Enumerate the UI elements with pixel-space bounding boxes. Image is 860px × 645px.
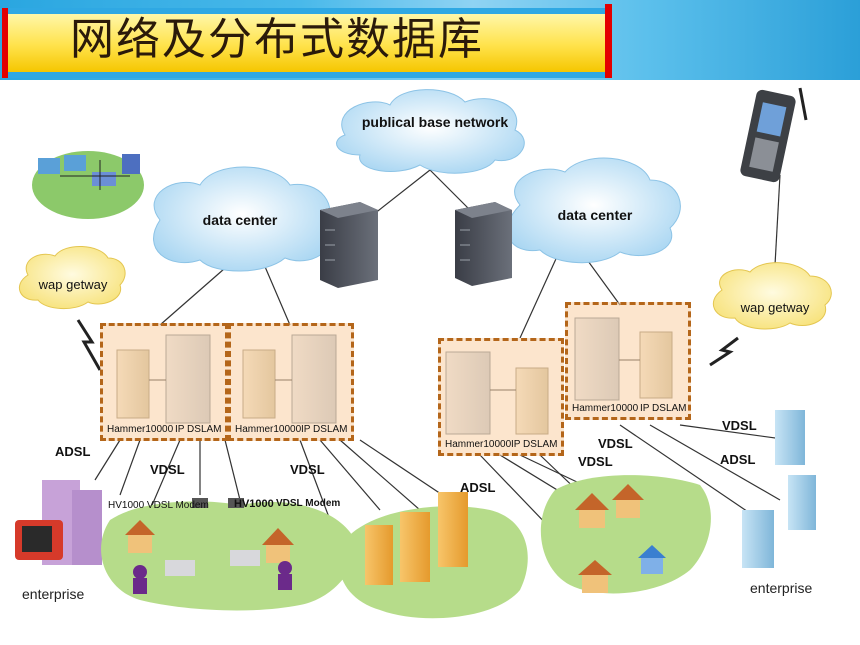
vdsl-right3-label: VDSL [722, 418, 757, 433]
dslam-box-1: Hammer10000 IP DSLAM [100, 323, 228, 441]
wap-right-text: wap getway [715, 300, 835, 324]
network-thumbnail-icon [32, 151, 144, 219]
wireless-bolt-right-icon [709, 336, 739, 367]
modem1-label: HV1000 VDSL Modem [108, 500, 209, 511]
mobile-phone-icon [740, 87, 808, 183]
adsl-left-label: ADSL [55, 444, 91, 459]
network-diagram [15, 87, 832, 619]
vdsl-mid-label: VDSL [290, 462, 325, 477]
dslam-box-4-caption: Hammer10000 [572, 403, 639, 414]
dslam-box-1-caption2: IP DSLAM [175, 424, 222, 435]
public-network-cloud-text: publical base network [340, 114, 530, 144]
dslam-box-2-caption: Hammer10000 [235, 424, 302, 435]
wireless-bolt-left-icon [76, 319, 102, 371]
public-network-label: publical base network [361, 114, 509, 130]
wap-gateway-cloud-left [18, 245, 126, 309]
vdsl-right1-label: VDSL [598, 436, 633, 451]
data-center-right-text: data center [515, 207, 675, 231]
dslam-box-2: Hammer10000 IP DSLAM [228, 323, 354, 441]
page-title: 网络及分布式数据库 [70, 14, 484, 65]
data-center-right-label: data center [557, 207, 633, 223]
data-center-left-label: data center [202, 212, 278, 228]
public-network-cloud [336, 89, 525, 174]
wap-right-label: wap getway [740, 300, 810, 315]
title-strip [8, 14, 608, 72]
residential-area-middle [339, 492, 528, 619]
enterprise-building-right-icon [742, 410, 816, 568]
residential-area-left [101, 498, 356, 611]
enterprise-right-label: enterprise [750, 580, 813, 596]
adsl-right-label: ADSL [720, 452, 756, 467]
dslam-box-4-caption2: IP DSLAM [640, 403, 687, 414]
adsl-mid-label: ADSL [460, 480, 496, 495]
server-left-icon [320, 202, 378, 288]
dslam-box-3-caption: Hammer10000 [445, 439, 512, 450]
modem2-type-label: VDSL Modem [276, 498, 341, 509]
data-center-cloud-right [507, 157, 681, 264]
wap-left-label: wap getway [38, 277, 108, 292]
vdsl-left-label: VDSL [150, 462, 185, 477]
data-center-left-text: data center [160, 212, 320, 236]
dslam-box-1-caption: Hammer10000 [107, 424, 174, 435]
title-left-mark [2, 8, 8, 78]
dslam-box-3: Hammer10000 IP DSLAM [438, 338, 564, 456]
title-right-mark [605, 4, 612, 78]
dslam-box-3-caption2: IP DSLAM [511, 439, 558, 450]
vdsl-right2-label: VDSL [578, 454, 613, 469]
residential-area-right [540, 475, 711, 594]
enterprise-building-left-icon [15, 480, 102, 565]
dslam-box-4: Hammer10000 IP DSLAM [565, 302, 691, 420]
wap-left-text: wap getway [18, 277, 128, 301]
enterprise-left-label: enterprise [22, 586, 85, 602]
wap-gateway-cloud-right [712, 262, 832, 330]
modem2-model-label: HV1000 [234, 498, 274, 510]
server-right-icon [455, 202, 512, 286]
dslam-box-2-caption2: IP DSLAM [301, 424, 348, 435]
